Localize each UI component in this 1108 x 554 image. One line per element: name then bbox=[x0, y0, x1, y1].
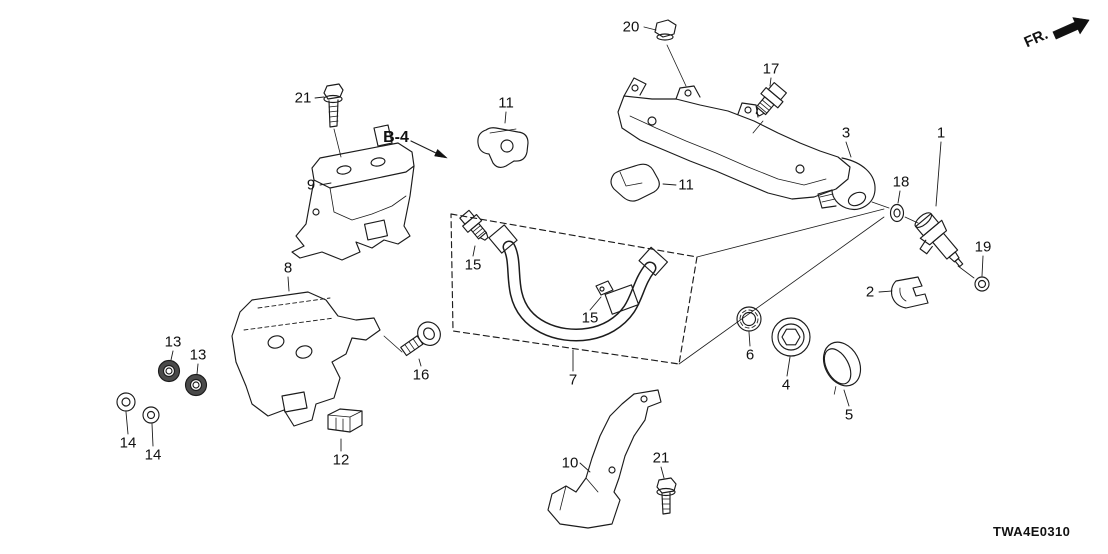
detail-ref-label-b4[interactable]: B-4 bbox=[383, 129, 409, 146]
front-direction-arrow bbox=[1052, 17, 1090, 40]
diagram-code: TWA4E0310 bbox=[993, 524, 1071, 539]
part-label-6[interactable]: 6 bbox=[745, 346, 755, 364]
washer-14a-art bbox=[116, 392, 136, 412]
part-label-11a[interactable]: 11 bbox=[498, 94, 514, 112]
part-label-20[interactable]: 20 bbox=[622, 18, 640, 36]
part-label-9[interactable]: 9 bbox=[306, 176, 316, 194]
part-label-5[interactable]: 5 bbox=[844, 406, 854, 424]
part-label-14b[interactable]: 14 bbox=[144, 446, 162, 464]
clamp-11b-art bbox=[610, 163, 660, 202]
part-label-13a[interactable]: 13 bbox=[164, 333, 182, 351]
injector-1-art bbox=[914, 212, 964, 268]
nut-20-art bbox=[654, 19, 677, 41]
part-label-19[interactable]: 19 bbox=[974, 238, 992, 256]
bracket-9-art bbox=[291, 124, 415, 261]
bolt-16-art bbox=[400, 321, 441, 357]
detail-ref-arrow bbox=[410, 140, 448, 159]
clamp-11a-art bbox=[477, 127, 529, 169]
part-label-1[interactable]: 1 bbox=[936, 124, 946, 142]
part-label-17[interactable]: 17 bbox=[762, 60, 780, 78]
sensor-17-art bbox=[755, 82, 787, 117]
clip-15b-art bbox=[595, 280, 614, 296]
part-label-21b[interactable]: 21 bbox=[652, 449, 670, 467]
part-label-13b[interactable]: 13 bbox=[189, 346, 207, 364]
fuel-rail-art bbox=[617, 77, 851, 200]
fuel-hose-7-art bbox=[488, 224, 669, 342]
o-ring-19-art bbox=[974, 276, 990, 292]
part-label-10[interactable]: 10 bbox=[561, 454, 579, 472]
bracket-8-art bbox=[231, 291, 381, 427]
part-label-12[interactable]: 12 bbox=[332, 451, 350, 469]
projection-lines bbox=[333, 44, 975, 365]
bolt-21-top-art bbox=[323, 83, 344, 128]
part-label-7[interactable]: 7 bbox=[568, 371, 578, 389]
part-label-8[interactable]: 8 bbox=[283, 259, 293, 277]
part-label-3[interactable]: 3 bbox=[841, 124, 851, 142]
part-label-2[interactable]: 2 bbox=[865, 283, 875, 301]
washer-14b-art bbox=[142, 406, 160, 424]
washer-18-art bbox=[889, 203, 905, 223]
part-label-11b[interactable]: 11 bbox=[678, 176, 694, 194]
part-label-18[interactable]: 18 bbox=[892, 173, 910, 191]
bracket-10-art bbox=[547, 389, 662, 529]
grommet-13b-art bbox=[184, 373, 208, 397]
cap-5-art bbox=[822, 341, 862, 395]
part-label-4[interactable]: 4 bbox=[781, 376, 791, 394]
part-label-14a[interactable]: 14 bbox=[119, 434, 137, 452]
sensor-15a-art bbox=[459, 209, 489, 241]
part-label-15a[interactable]: 15 bbox=[464, 256, 482, 274]
grommet-13a-art bbox=[157, 359, 181, 383]
leader-lines bbox=[125, 26, 984, 479]
part-label-16[interactable]: 16 bbox=[412, 366, 430, 384]
bolt-21-bottom-art bbox=[656, 477, 677, 515]
part-label-21a[interactable]: 21 bbox=[294, 89, 312, 107]
clip-2-art bbox=[890, 276, 929, 309]
spacer-12-art bbox=[327, 408, 363, 433]
fuel-pipe-3-art bbox=[817, 157, 876, 210]
detail-box bbox=[450, 213, 698, 365]
part-label-15b[interactable]: 15 bbox=[581, 309, 599, 327]
ring-6-art bbox=[736, 306, 762, 332]
damper-4-art bbox=[771, 317, 811, 357]
